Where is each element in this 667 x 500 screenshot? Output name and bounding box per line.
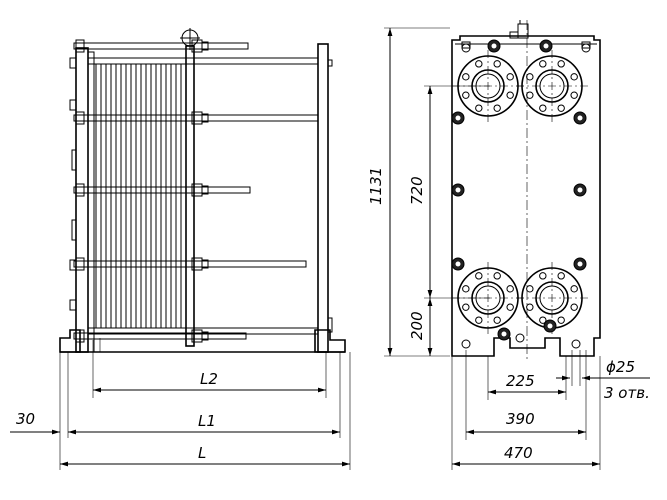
tie-bolt	[73, 183, 251, 197]
bolt-head	[543, 319, 557, 333]
tie-bolt	[73, 329, 247, 343]
bolt-head	[573, 111, 587, 125]
side-view	[59, 28, 346, 353]
fixed-frame-plate	[75, 47, 89, 353]
dim-390: 390	[506, 410, 535, 428]
front-dimensions: 1131 720 200 225 390 470 ϕ25 3 отв.	[367, 27, 650, 470]
port-flange	[516, 50, 588, 122]
dim-hole-count: 3 отв.	[604, 384, 650, 402]
fixed-frame-inner	[87, 51, 95, 353]
dim-30: 30	[16, 410, 35, 428]
dim-hole-diameter: ϕ25	[606, 358, 635, 376]
bolt-head	[451, 183, 465, 197]
bolt-head	[497, 327, 511, 341]
bolt-head	[451, 111, 465, 125]
dim-l2: L2	[200, 370, 218, 388]
dim-200: 200	[408, 311, 426, 340]
support-column	[317, 43, 329, 353]
tie-bolt	[73, 39, 249, 53]
bolt-head	[573, 183, 587, 197]
right-foot	[314, 329, 346, 353]
side-dimensions: L2 L1 L 30	[10, 340, 351, 470]
bolt-head	[451, 257, 465, 271]
bolt-head	[573, 257, 587, 271]
dim-l1: L1	[198, 412, 216, 430]
dim-225: 225	[506, 372, 535, 390]
bolt-head	[539, 39, 553, 53]
dim-720: 720	[408, 176, 426, 205]
bolt-heads	[451, 39, 587, 341]
front-view	[451, 20, 601, 360]
tie-bolt	[73, 257, 307, 271]
foot-hole-right	[571, 339, 581, 349]
dim-470: 470	[504, 444, 533, 462]
bottom-guide-bar	[87, 327, 319, 335]
dim-l: L	[198, 444, 206, 462]
bolt-head	[487, 39, 501, 53]
ports	[452, 50, 588, 334]
dim-1131: 1131	[367, 167, 385, 205]
top-carrying-bar	[87, 57, 319, 65]
plate-pack	[93, 63, 187, 329]
tie-bolt	[73, 111, 319, 125]
plate-pack-outline	[93, 63, 187, 329]
foot-hole-left	[461, 339, 471, 349]
